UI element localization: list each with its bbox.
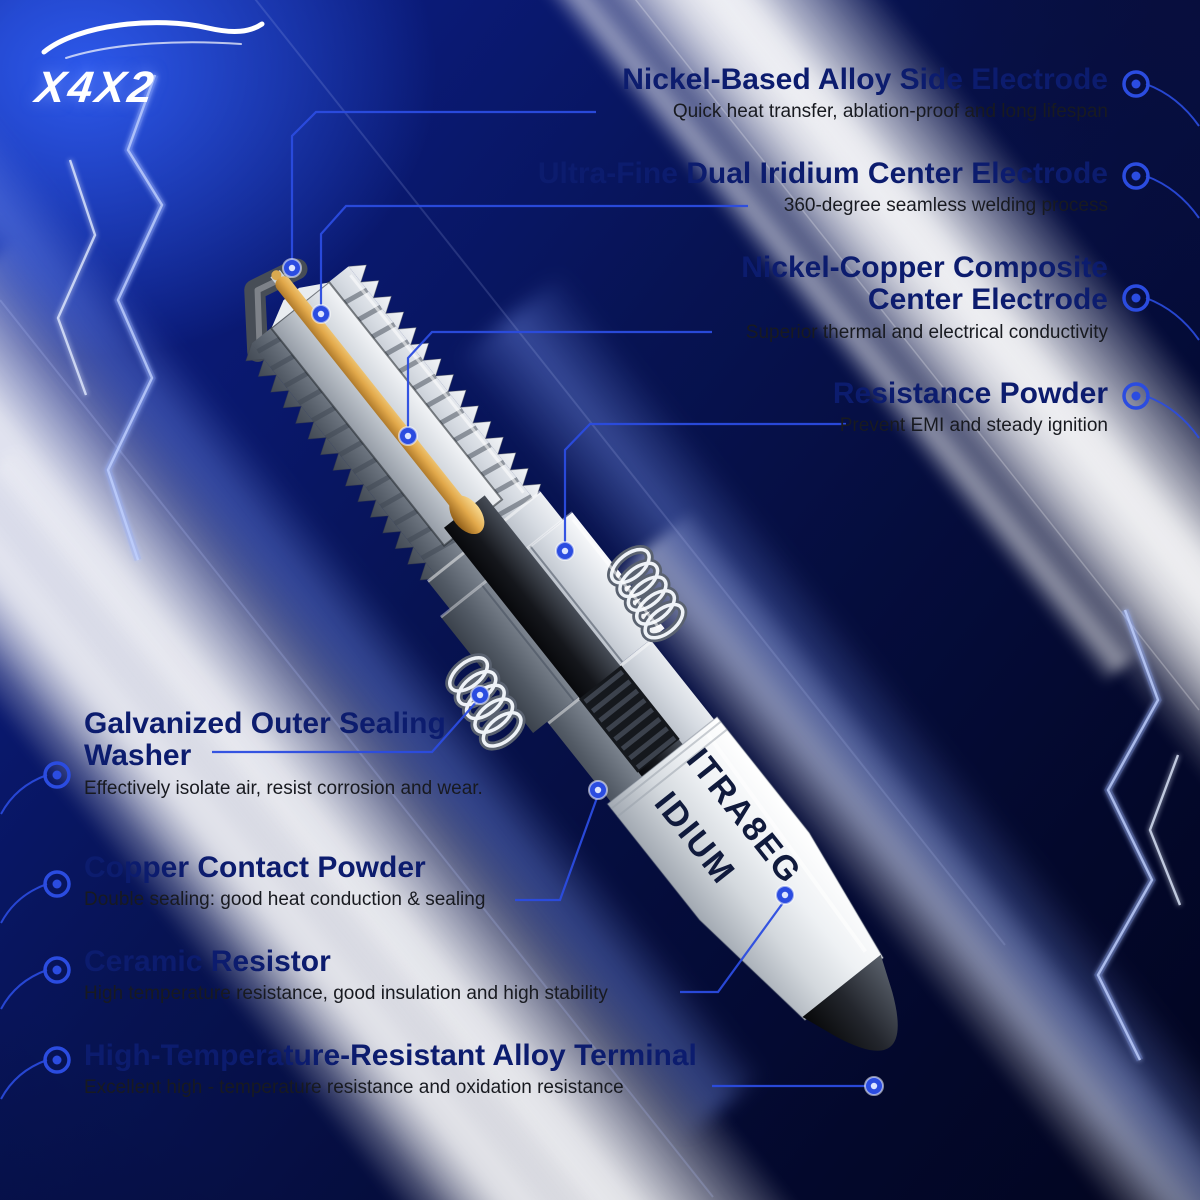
callout-title: Nickel-Copper Composite Center Electrode [741,251,1108,317]
callout-title: Nickel-Based Alloy Side Electrode [622,63,1108,96]
callout-subtitle: Excellent high - temperature resistance … [84,1077,624,1099]
callout-resistance-powder: Resistance Powder Prevent EMI and steady… [832,377,1108,438]
callout-title: Copper Contact Powder [84,851,426,884]
callout-ceramic-resistor: Ceramic Resistor High temperature resist… [84,945,744,1006]
copper-core-bulb [449,495,485,535]
gloss-highlight [349,274,661,629]
logo-swoosh-icon [41,20,265,59]
brand-name: X4X2 [32,63,160,112]
callout-subtitle: Double sealing: good heat conduction & s… [84,889,486,911]
callout-alloy-terminal: High-Temperature-Resistant Alloy Termina… [84,1039,824,1100]
callout-title: High-Temperature-Resistant Alloy Termina… [84,1039,697,1072]
callout-sealing-washer: Galvanized Outer Sealing Washer Effectiv… [84,707,504,800]
callout-title: Resistance Powder [832,377,1108,410]
callout-title: Galvanized Outer Sealing Washer [84,707,446,773]
callout-subtitle: 360-degree seamless welding process [783,195,1108,217]
alloy-terminal [802,954,898,1051]
internal-stem [443,495,683,777]
brand-logo: X4X2 [33,16,266,113]
callout-copper-powder: Copper Contact Powder Double sealing: go… [84,851,644,912]
callout-subtitle: Prevent EMI and steady ignition [839,415,1108,437]
callout-title: Ceramic Resistor [84,945,331,978]
callout-subtitle: Quick heat transfer, ablation-proof and … [672,101,1108,123]
copper-core-rod [275,276,470,516]
callout-title: Ultra-Fine Dual Iridium Center Electrode [537,157,1108,190]
callout-subtitle: High temperature resistance, good insula… [84,983,608,1005]
callout-center-electrode: Ultra-Fine Dual Iridium Center Electrode… [537,157,1108,218]
callout-composite-electrode: Nickel-Copper Composite Center Electrode… [668,251,1108,344]
callout-marker [0,70,1200,1100]
part-marker-dot [282,258,884,1096]
callout-subtitle: Superior thermal and electrical conducti… [745,321,1108,343]
callout-side-electrode: Nickel-Based Alloy Side Electrode Quick … [622,63,1108,124]
lightning-glow [104,73,1162,1062]
sealing-washer-spring [445,545,688,751]
callout-subtitle: Effectively isolate air, resist corrosio… [84,777,483,799]
callout-connector [212,110,874,1088]
